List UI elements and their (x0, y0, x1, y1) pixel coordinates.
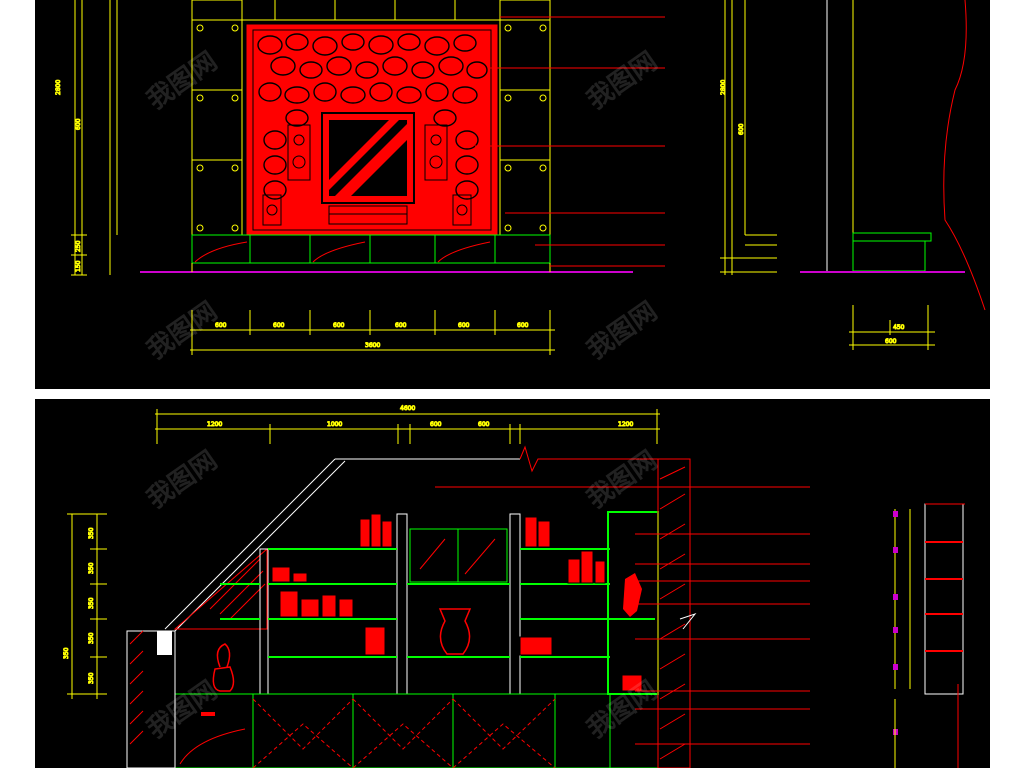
dim-left-b1: 350 (88, 527, 95, 539)
stone-pattern (257, 33, 488, 200)
top-panel-strip (242, 0, 500, 21)
dim-section-bottom-1: 450 (893, 324, 905, 331)
bottom-elevation-drawing: 4600 1200 1000 600 600 1200 (63, 405, 965, 768)
left-height-dimensions: 2800 600 250 150 (55, 0, 87, 276)
dim-bottom-4: 600 (395, 322, 407, 329)
dim-bottom-2: 600 (273, 322, 285, 329)
dim-left-3: 250 (75, 240, 82, 252)
speaker-right (424, 124, 448, 181)
watermark-2: 我图网 (582, 46, 663, 115)
side-section-dimensions: 450 600 (849, 305, 935, 350)
left-dimension-chain: 350 350 350 350 350 350 (63, 513, 107, 699)
television (321, 112, 415, 225)
watermark-3: 我图网 (142, 296, 223, 365)
left-panel-grid (191, 0, 243, 236)
stair-slope (164, 445, 660, 632)
dim-left-b3: 350 (88, 597, 95, 609)
dim-top-3: 600 (430, 421, 442, 428)
dim-top-5: 1200 (618, 421, 633, 428)
glass-panel (409, 528, 508, 583)
dim-top-total: 4600 (400, 405, 415, 412)
speaker-small-right (452, 194, 472, 226)
plant-right (623, 573, 642, 617)
right-wall-section (657, 458, 697, 768)
watermark-7: 我图网 (142, 675, 223, 744)
dim-section-2: 600 (738, 123, 745, 135)
right-side-section (893, 503, 965, 768)
lower-cabinets (174, 693, 659, 768)
top-dimension-chain: 4600 1200 1000 600 600 1200 (155, 405, 660, 444)
base-cabinet (191, 234, 551, 264)
dim-bottom-total: 3600 (365, 342, 380, 349)
right-panel-grid (499, 0, 551, 236)
side-section-cabinet (800, 0, 986, 311)
left-wall-section (126, 630, 176, 768)
watermark-5: 我图网 (142, 445, 223, 514)
dim-bottom-1: 600 (215, 322, 227, 329)
top-elevation-panel: 2800 600 250 150 (35, 0, 990, 389)
dim-section-bottom-2: 600 (885, 338, 897, 345)
dim-left-2: 600 (75, 118, 82, 130)
watermark-6: 我图网 (582, 445, 663, 514)
dim-left-b2: 350 (88, 562, 95, 574)
side-section: 2800 600 (720, 0, 777, 275)
books (271, 513, 643, 692)
annotation-leaders-bottom (435, 486, 810, 745)
watermark-4: 我图网 (582, 296, 663, 365)
feature-wall (246, 24, 498, 236)
bottom-elevation-panel: 4600 1200 1000 600 600 1200 (35, 399, 990, 768)
speaker-small-left (262, 194, 282, 226)
dim-left-1: 2800 (55, 80, 62, 95)
wall-column (109, 0, 118, 275)
speaker-left (287, 124, 311, 181)
dim-bottom-6: 600 (517, 322, 529, 329)
top-elevation-drawing: 2800 600 250 150 (55, 0, 986, 366)
dim-top-2: 1000 (327, 421, 342, 428)
dim-left-b6: 350 (63, 647, 70, 659)
bottom-dimension-chain: 600 600 600 600 600 600 3600 (190, 310, 555, 355)
dim-bottom-5: 600 (458, 322, 470, 329)
shelves (220, 511, 659, 695)
dim-section-1: 2800 (720, 80, 727, 95)
dim-bottom-3: 600 (333, 322, 345, 329)
annotation-leaders (475, 16, 665, 267)
dim-top-4: 600 (478, 421, 490, 428)
dim-left-4: 150 (75, 260, 82, 272)
vase-center (438, 608, 472, 655)
vase-left (212, 643, 235, 692)
dim-left-b4: 350 (88, 632, 95, 644)
dim-left-b5: 350 (88, 672, 95, 684)
dim-top-1: 1200 (207, 421, 222, 428)
watermark-1: 我图网 (142, 46, 223, 115)
